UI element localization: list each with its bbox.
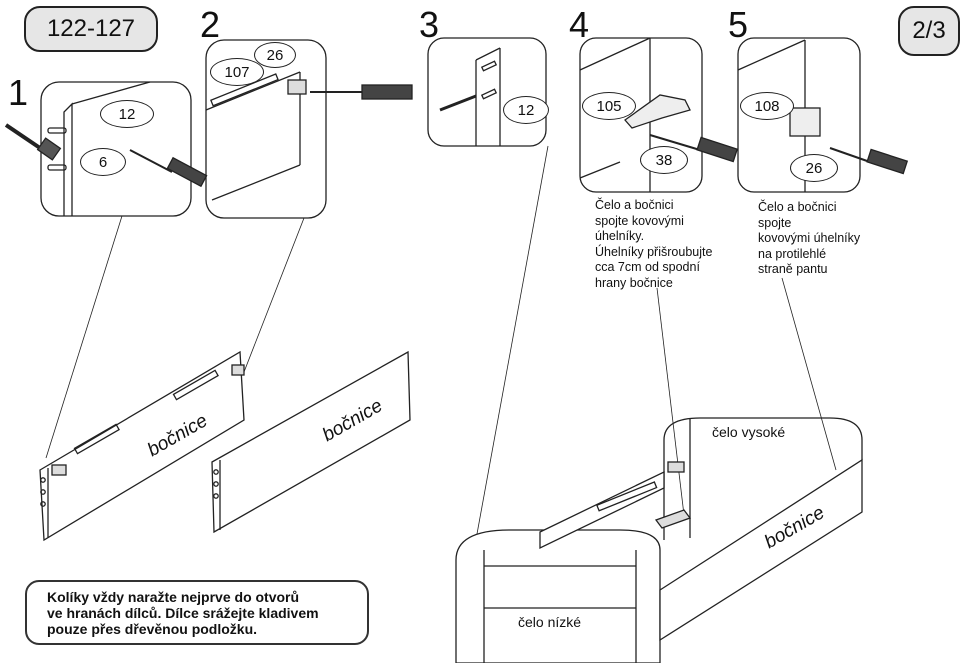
step-number-3: 3 — [419, 4, 440, 45]
headboard-high — [663, 417, 863, 460]
side-panel-right — [211, 350, 411, 534]
step-number-1: 1 — [8, 72, 29, 113]
leader-line — [656, 287, 685, 516]
hammer-head — [36, 137, 62, 161]
headboard-high-label: čelo vysoké — [712, 424, 786, 440]
page-indicator-badge: 2/3 — [898, 6, 960, 56]
angle-bracket — [654, 509, 692, 529]
headboard-low — [455, 529, 661, 663]
step2-detail-frame — [205, 39, 327, 219]
screwdriver-handle — [361, 84, 413, 100]
leader-line — [45, 215, 123, 459]
part-number: 12 — [100, 100, 154, 128]
step3-detail-frame — [427, 37, 547, 147]
screwdriver-shaft — [129, 149, 173, 173]
part-number: 105 — [582, 92, 636, 120]
bracket — [287, 79, 307, 95]
leader-line — [781, 277, 837, 471]
dowel — [47, 164, 67, 171]
side-panel-left — [39, 350, 245, 542]
hammer-handle — [4, 123, 42, 150]
part-number: 107 — [210, 58, 264, 86]
step-number-5: 5 — [728, 4, 749, 45]
part-number: 12 — [503, 96, 549, 124]
step1-panel-edge — [63, 102, 73, 216]
screw — [439, 94, 477, 112]
bed-side-panel — [659, 458, 863, 642]
part-number: 26 — [254, 42, 296, 68]
angle-bracket — [789, 107, 821, 137]
wood-strip — [210, 73, 279, 107]
step4-caption: Čelo a bočnici spojte kovovými úhelníky.… — [595, 198, 713, 290]
step4-detail-frame — [579, 37, 703, 193]
leader-line — [465, 145, 549, 595]
angle-bracket — [624, 94, 691, 129]
part-number: 6 — [80, 148, 126, 176]
screwdriver-handle — [166, 156, 208, 188]
step5-detail-frame — [737, 37, 861, 193]
dowel — [47, 127, 67, 134]
instruction-note: Kolíky vždy naražte nejprve do otvorů ve… — [25, 580, 369, 645]
step5-caption: Čelo a bočnici spojte kovovými úhelníky … — [758, 200, 861, 276]
step-number-4: 4 — [569, 4, 590, 45]
part-number: 38 — [640, 146, 688, 174]
headboard-low-label: čelo nízké — [518, 614, 582, 630]
model-range-badge: 122-127 — [24, 6, 158, 52]
step-number-2: 2 — [200, 4, 221, 45]
part-number: 26 — [790, 154, 838, 182]
part-number: 108 — [740, 92, 794, 120]
leader-line — [243, 217, 305, 373]
